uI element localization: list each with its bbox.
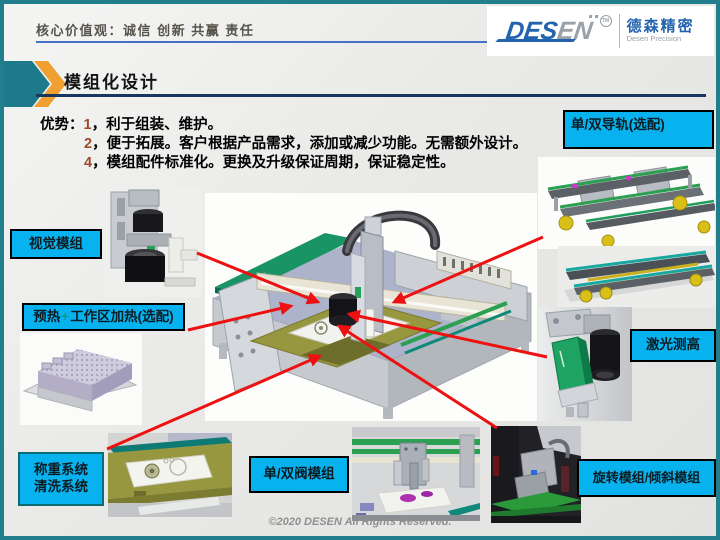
advantage-line-1: 优势：1，利于组装、维护。 [40, 117, 223, 133]
weighing-cleaning-image [108, 433, 232, 517]
copyright-text: ©2020 DESEN All Rights Reserved. [268, 516, 452, 528]
callout-laser: 激光测高 [630, 329, 716, 362]
logo-divider [618, 14, 620, 48]
heater-plate-image [20, 333, 142, 425]
title-underline [36, 94, 706, 97]
rotation-module-photo [491, 426, 581, 523]
callout-valve: 单/双阀模组 [249, 456, 349, 493]
callout-rail: 单/双导轨(选配) [563, 110, 714, 149]
page-title: 模组化设计 [64, 73, 159, 92]
callout-rotation: 旋转模组/倾斜模组 [577, 459, 716, 497]
header-slogan: 核心价值观：诚信 创新 共赢 责任 [36, 23, 255, 38]
logo-wordmark: DESEN [495, 14, 595, 45]
callout-preheat: 预热+工作区加热(选配) [22, 303, 185, 331]
laser-sensor-image [538, 307, 632, 421]
logo-swoosh [495, 38, 577, 42]
lens-cylinder [590, 335, 620, 375]
callout-vision: 视觉模组 [10, 229, 102, 259]
callout-weighing: 称重系统 清洗系统 [18, 452, 104, 506]
header-underline [36, 41, 487, 43]
advantage-line-3: 4，模组配件标准化。更换及升级保证周期，保证稳定性。 [84, 155, 455, 171]
single-rail-image [558, 246, 716, 308]
logo-company-names: 德森精密 Desen Precision [627, 18, 695, 44]
logo-english-name: Desen Precision [626, 34, 682, 44]
vision-module-image [103, 188, 202, 297]
company-logo: DESEN TM 德森精密 Desen Precision [487, 6, 714, 56]
title-chevron-icon [4, 60, 68, 113]
advantage-line-2: 2，便于拓展。客户根据产品需求，添加或减少功能。无需额外设计。 [84, 136, 528, 152]
main-machine-image [205, 193, 537, 421]
advantages-text: 优势：1，利于组装、维护。 2，便于拓展。客户根据产品需求，添加或减少功能。无需… [40, 116, 527, 173]
valve-module-image [352, 427, 480, 521]
dual-rail-image [538, 157, 715, 249]
logo-chinese-name: 德森精密 [626, 18, 695, 36]
camera-lens [125, 256, 165, 282]
trademark-icon: TM [599, 15, 612, 27]
